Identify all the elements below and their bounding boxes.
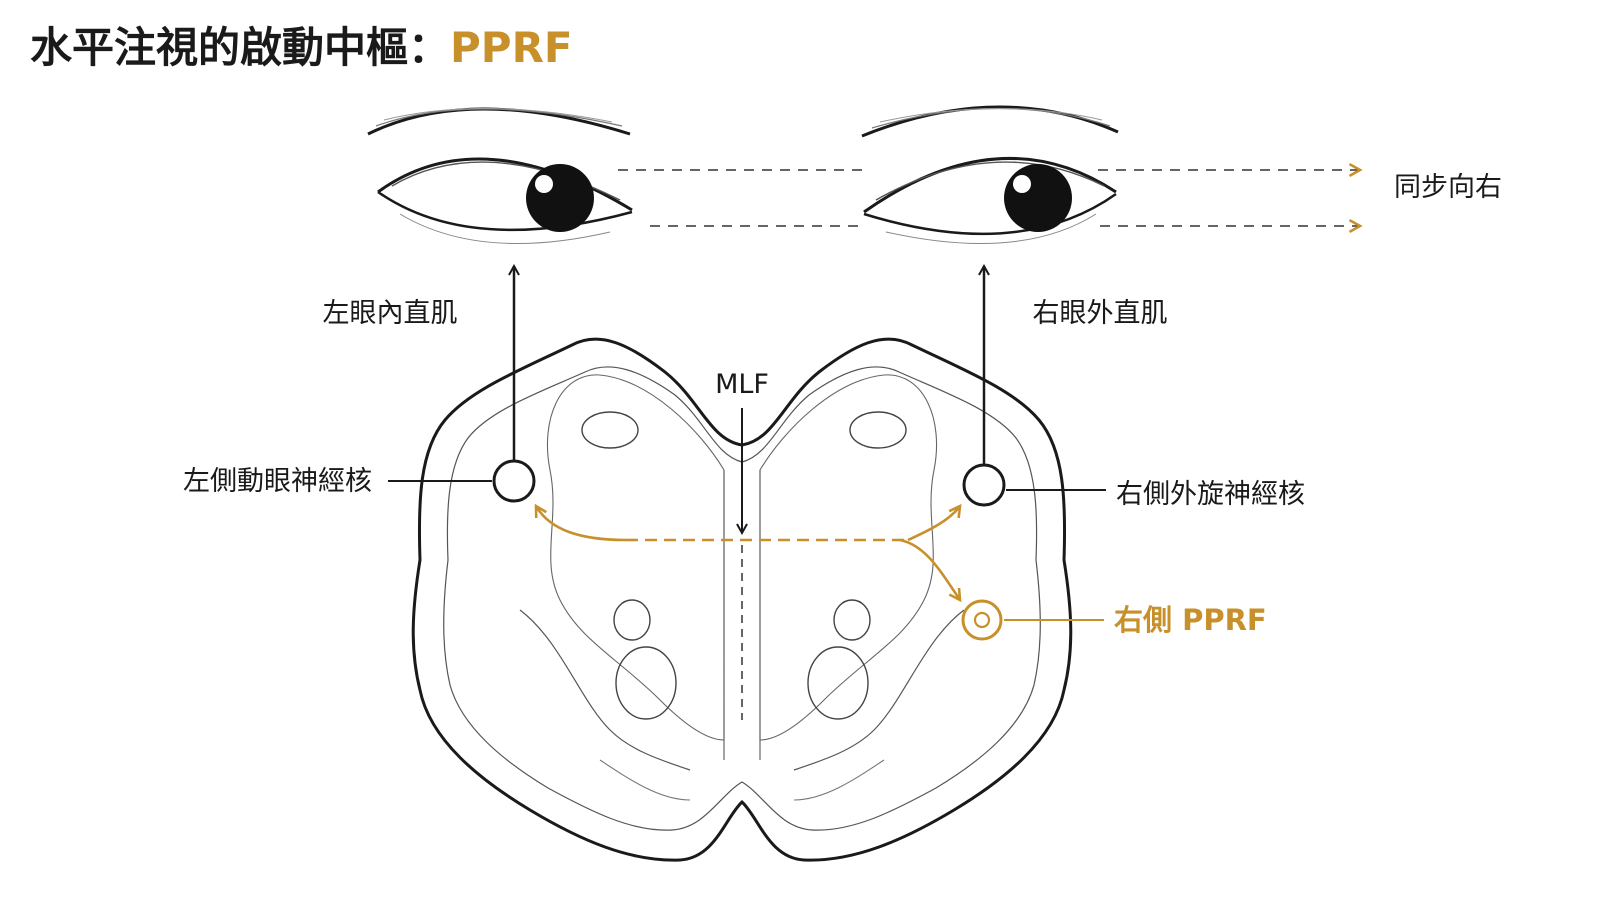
left-oculomotor-nucleus (492, 459, 536, 503)
left-medial-rectus-label: 左眼內直肌 (323, 298, 458, 329)
left-eyebrow (367, 107, 631, 136)
right-eye (861, 105, 1119, 245)
title-main: 水平注視的啟動中樞： (30, 23, 450, 72)
right-iris (1004, 164, 1072, 232)
brainstem-section (411, 337, 1073, 862)
left-oculomotor-nucleus-label: 左側動眼神經核 (183, 466, 372, 497)
sync-right-label: 同步向右 (1394, 172, 1502, 203)
mlf-label: MLF (715, 369, 769, 400)
gaze-direction-lines (618, 170, 1360, 226)
left-eye (367, 107, 633, 245)
brainstem-outline (411, 337, 1073, 862)
right-abducens-nucleus (962, 463, 1006, 507)
left-iris (526, 164, 594, 232)
right-pprf-label: 右側 PPRF (1114, 603, 1267, 637)
page-title: 水平注視的啟動中樞：PPRF (30, 23, 573, 72)
right-lateral-rectus-label: 右眼外直肌 (1033, 298, 1168, 329)
left-upper-eyelid (377, 157, 633, 212)
right-pprf-marker (961, 599, 1003, 641)
pprf-signal-pathway (536, 506, 960, 600)
right-eyebrow (861, 105, 1119, 138)
right-abducens-nucleus-label: 右側外旋神經核 (1116, 479, 1305, 510)
right-lower-eyelid (863, 192, 1117, 236)
right-upper-eyelid (863, 157, 1117, 214)
title-accent: PPRF (450, 23, 573, 72)
left-lower-eyelid (377, 190, 633, 232)
